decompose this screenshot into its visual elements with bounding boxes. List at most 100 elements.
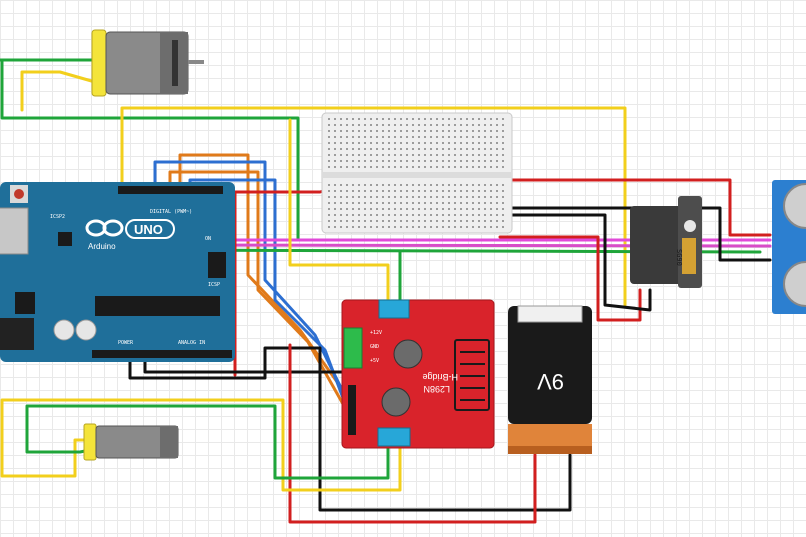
wire-black-servo (498, 206, 772, 262)
breadboard-hole (502, 142, 504, 144)
breadboard-hole (370, 202, 372, 204)
breadboard-hole (340, 154, 342, 156)
breadboard-hole (436, 154, 438, 156)
breadboard-hole (340, 118, 342, 120)
breadboard-hole (376, 184, 378, 186)
breadboard-hole (340, 130, 342, 132)
breadboard-hole (406, 208, 408, 210)
breadboard-hole (454, 136, 456, 138)
breadboard-hole (370, 196, 372, 198)
breadboard-hole (406, 184, 408, 186)
breadboard-hole (346, 166, 348, 168)
breadboard-hole (436, 208, 438, 210)
breadboard-hole (400, 220, 402, 222)
arduino-analog-label: ANALOG IN (178, 340, 205, 346)
breadboard-hole (412, 196, 414, 198)
breadboard-hole (394, 118, 396, 120)
breadboard-hole (496, 196, 498, 198)
breadboard-hole (502, 124, 504, 126)
breadboard-hole (400, 130, 402, 132)
breadboard-hole (490, 124, 492, 126)
breadboard-hole (466, 154, 468, 156)
breadboard-hole (442, 214, 444, 216)
breadboard-hole (376, 196, 378, 198)
breadboard-hole (442, 226, 444, 228)
breadboard-hole (406, 130, 408, 132)
breadboard-hole (466, 190, 468, 192)
breadboard-hole (400, 166, 402, 168)
breadboard-hole (400, 154, 402, 156)
breadboard-hole (478, 124, 480, 126)
breadboard-hole (376, 142, 378, 144)
breadboard-hole (328, 148, 330, 150)
breadboard-hole (484, 184, 486, 186)
breadboard-icon (321, 112, 513, 234)
breadboard-hole (436, 166, 438, 168)
breadboard-hole (394, 148, 396, 150)
breadboard-hole (484, 130, 486, 132)
breadboard-hole (352, 154, 354, 156)
breadboard-hole (496, 202, 498, 204)
breadboard-hole (460, 124, 462, 126)
breadboard-hole (424, 118, 426, 120)
ultrasonic-sensor-icon (772, 180, 806, 314)
breadboard-hole (388, 208, 390, 210)
breadboard-hole (448, 166, 450, 168)
breadboard-hole (400, 196, 402, 198)
breadboard-hole (472, 136, 474, 138)
breadboard-hole (424, 184, 426, 186)
breadboard-hole (478, 196, 480, 198)
breadboard-hole (406, 148, 408, 150)
breadboard-hole (382, 148, 384, 150)
breadboard-hole (418, 148, 420, 150)
breadboard-hole (424, 190, 426, 192)
breadboard-hole (424, 160, 426, 162)
breadboard-hole (388, 154, 390, 156)
breadboard-hole (460, 184, 462, 186)
breadboard-hole (490, 160, 492, 162)
breadboard-hole (340, 196, 342, 198)
breadboard-hole (418, 166, 420, 168)
breadboard-hole (442, 166, 444, 168)
breadboard-hole (388, 148, 390, 150)
breadboard-hole (478, 202, 480, 204)
breadboard-hole (424, 196, 426, 198)
breadboard-hole (502, 136, 504, 138)
breadboard-hole (364, 184, 366, 186)
breadboard-hole (466, 202, 468, 204)
breadboard-hole (454, 184, 456, 186)
breadboard-hole (430, 220, 432, 222)
breadboard-hole (490, 118, 492, 120)
breadboard-hole (406, 124, 408, 126)
breadboard-hole (478, 226, 480, 228)
servo-icon: SG90 (630, 196, 702, 288)
breadboard-hole (478, 214, 480, 216)
breadboard-hole (478, 148, 480, 150)
breadboard-hole (394, 208, 396, 210)
breadboard-hole (364, 124, 366, 126)
breadboard-hole (448, 202, 450, 204)
breadboard-hole (478, 166, 480, 168)
breadboard-hole (364, 214, 366, 216)
breadboard-hole (358, 214, 360, 216)
breadboard-hole (466, 136, 468, 138)
breadboard-hole (328, 226, 330, 228)
breadboard-hole (484, 202, 486, 204)
breadboard-hole (496, 160, 498, 162)
breadboard-hole (376, 154, 378, 156)
breadboard-hole (400, 208, 402, 210)
breadboard-hole (328, 136, 330, 138)
breadboard-hole (400, 142, 402, 144)
breadboard-hole (424, 154, 426, 156)
arduino-logo (85, 219, 124, 237)
breadboard-hole (340, 190, 342, 192)
breadboard-hole (394, 226, 396, 228)
breadboard-hole (430, 124, 432, 126)
breadboard-hole (370, 190, 372, 192)
breadboard-hole (496, 220, 498, 222)
breadboard-hole (370, 166, 372, 168)
breadboard-hole (394, 130, 396, 132)
breadboard-hole (364, 142, 366, 144)
breadboard-hole (418, 154, 420, 156)
breadboard-hole (334, 124, 336, 126)
